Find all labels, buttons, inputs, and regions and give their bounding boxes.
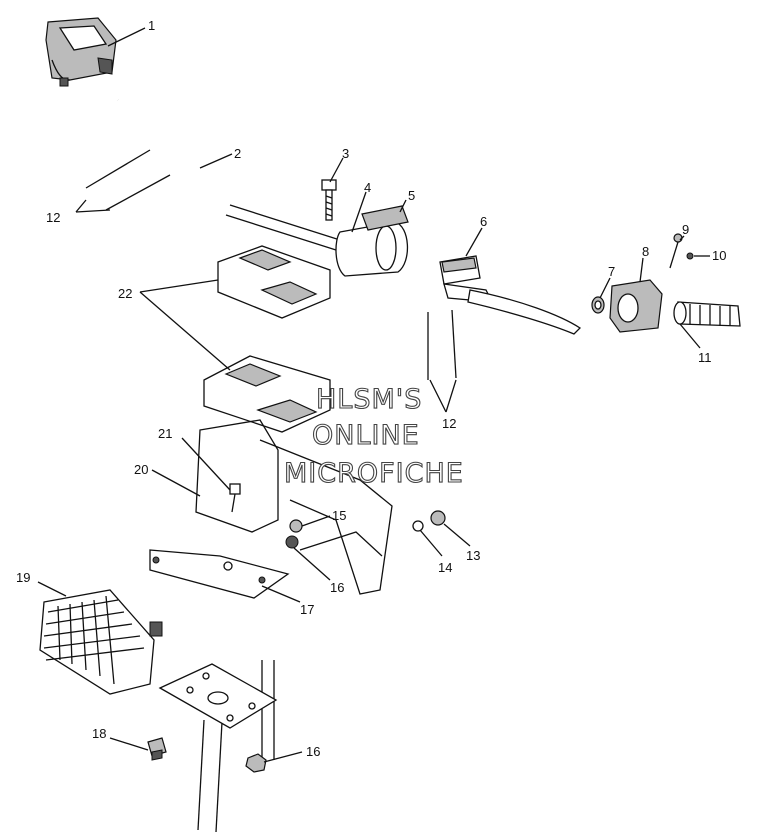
callout-5: 5 [408, 188, 415, 203]
watermark-line-1: HLSM'S [316, 384, 422, 415]
callout-14: 14 [438, 560, 452, 575]
clip-part [147, 737, 167, 761]
callout-10: 10 [712, 248, 726, 263]
brake-lever-part [467, 289, 582, 335]
callout-13: 13 [466, 548, 480, 563]
callout-9: 9 [682, 222, 689, 237]
watermark: HLSM'S ONLINE MICROFICHE [283, 383, 464, 489]
lower-nut-part [245, 753, 267, 773]
grip-part [673, 301, 741, 327]
callout-21: 21 [158, 426, 172, 441]
callout-2: 2 [234, 146, 241, 161]
lower-clamp-part [203, 355, 331, 433]
steering-post-part [197, 660, 275, 833]
switch-housing-part [609, 279, 663, 333]
callout-15: 15 [332, 508, 346, 523]
callout-16b: 16 [306, 744, 320, 759]
callout-8: 8 [642, 244, 649, 259]
callout-17: 17 [300, 602, 314, 617]
callout-11: 11 [698, 350, 712, 365]
watermark-line-3: MICROFICHE [284, 458, 464, 489]
bracket-bolt-part [229, 483, 241, 513]
throttle-clamp-part [335, 205, 409, 277]
callout-19: 19 [16, 570, 30, 585]
leader-lines [37, 27, 710, 763]
stud-part-right [427, 309, 457, 380]
callout-7: 7 [608, 264, 615, 279]
lower-plate-part [158, 663, 278, 729]
callout-3: 3 [342, 146, 349, 161]
callout-22: 22 [118, 286, 132, 301]
callout-6: 6 [480, 214, 487, 229]
ring-part [591, 296, 605, 314]
bolt-part [321, 179, 337, 221]
callout-12a: 12 [46, 210, 60, 225]
callout-16a: 16 [330, 580, 344, 595]
handlebar-part [116, 96, 591, 357]
callout-labels: 1 2 3 4 5 6 7 8 9 10 11 12 12 13 14 15 1… [16, 18, 726, 759]
watermark-line-2: ONLINE [312, 420, 420, 451]
headlight-part [39, 589, 163, 695]
callout-1: 1 [148, 18, 155, 33]
callout-4: 4 [364, 180, 371, 195]
handlebar-cover-part [45, 17, 117, 87]
screw-part [669, 233, 694, 269]
callout-20: 20 [134, 462, 148, 477]
callout-18: 18 [92, 726, 106, 741]
callout-12b: 12 [442, 416, 456, 431]
mounting-plate-part [149, 549, 290, 599]
headlight-lens-grid [43, 595, 145, 685]
nut-part [285, 510, 446, 549]
headlight-bracket-part [195, 419, 393, 595]
upper-clamp-part [217, 245, 331, 319]
stud-part-left [85, 149, 171, 211]
